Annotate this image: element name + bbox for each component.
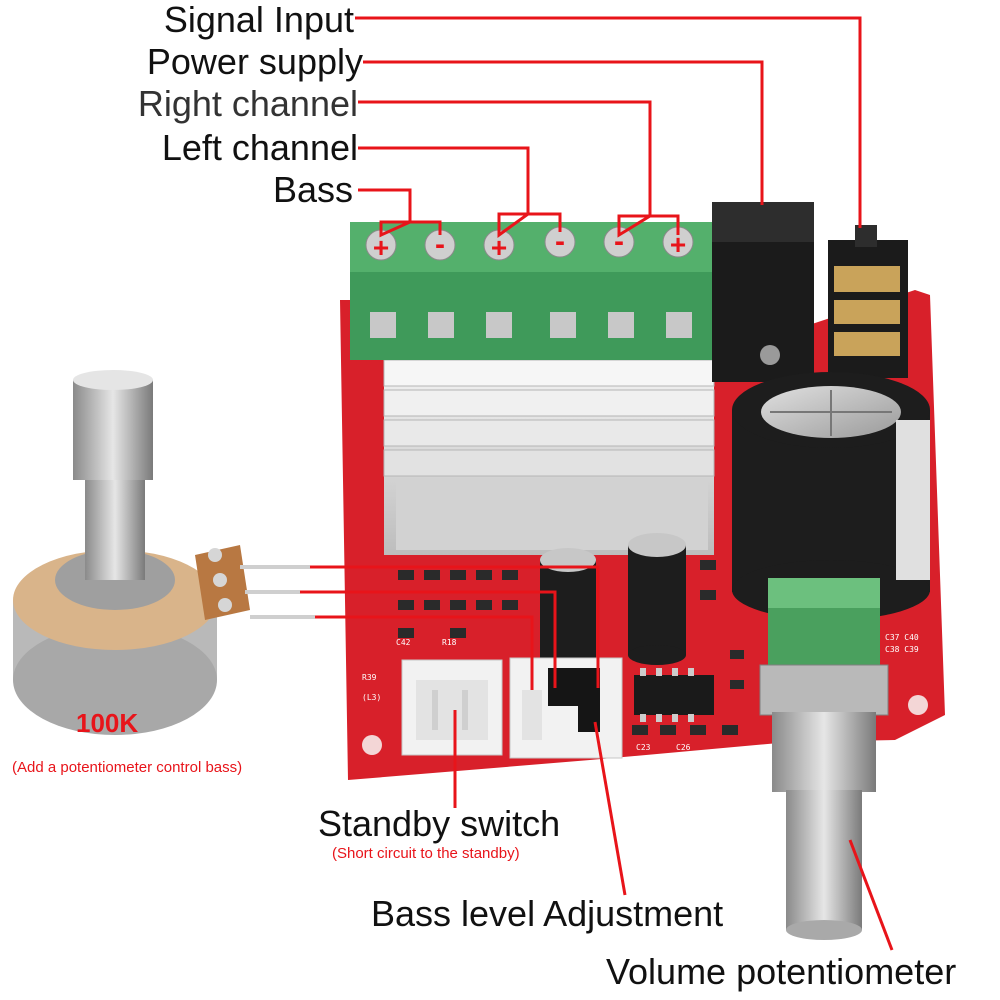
terminal-polarity-4: - (555, 225, 565, 258)
volume-potentiometer (759, 578, 889, 940)
leader-lines (300, 16, 894, 951)
leader-pot-wire-3 (315, 615, 534, 690)
terminal-polarity-6: + (670, 229, 686, 260)
leader-bass-level (593, 721, 627, 896)
leader-power-supply (363, 60, 764, 205)
svg-text:C38 C39: C38 C39 (885, 645, 919, 654)
leader-pot-wire-2 (300, 590, 557, 688)
terminal-polarity-3: + (491, 232, 507, 263)
dc-power-jack (712, 202, 814, 382)
audio-input-jack (828, 225, 908, 378)
mount-hole (908, 695, 928, 715)
small-capacitor (628, 533, 686, 665)
external-potentiometer (13, 370, 315, 735)
svg-text:C26: C26 (676, 743, 691, 752)
standby-connector (401, 659, 503, 756)
svg-text:C42: C42 (396, 638, 411, 647)
large-capacitor (732, 372, 930, 620)
jumper-connector (509, 657, 623, 759)
leader-left-channel (358, 146, 562, 238)
terminal-polarity-marks: + - + - - + (373, 225, 686, 263)
label-bass: Bass (272, 169, 353, 210)
svg-text:R18: R18 (442, 638, 457, 647)
svg-text:(L3): (L3) (362, 693, 381, 702)
smd-components (398, 560, 744, 735)
mount-hole (362, 735, 382, 755)
leader-right-channel (358, 100, 680, 238)
svg-text:R39: R39 (362, 673, 377, 682)
label-right-channel: Right channel (137, 83, 358, 124)
leader-bass (358, 188, 442, 238)
leader-pot-wire-1 (310, 565, 600, 688)
label-signal-input: Signal Input (163, 0, 354, 40)
terminal-polarity-5: - (614, 225, 624, 258)
leader-signal-input (355, 16, 862, 228)
ic-chip (634, 668, 714, 722)
svg-text:C37 C40: C37 C40 (885, 633, 919, 642)
label-standby-switch: Standby switch (318, 803, 561, 844)
leader-volume (848, 839, 894, 951)
label-left-channel: Left channel (161, 127, 358, 168)
terminal-polarity-1: + (373, 232, 389, 263)
label-pot-value: 100K (76, 708, 139, 738)
label-pot-note: (Add a potentiometer control bass) (12, 759, 243, 776)
terminal-screws (365, 226, 694, 261)
label-standby-note: (Short circuit to the standby) (332, 845, 520, 862)
terminal-polarity-2: - (435, 228, 445, 261)
heatsink (383, 359, 715, 555)
label-volume-pot: Volume potentiometer (606, 951, 957, 992)
label-bass-level: Bass level Adjustment (371, 893, 724, 934)
svg-text:C23: C23 (636, 743, 651, 752)
label-power-supply: Power supply (146, 41, 363, 82)
